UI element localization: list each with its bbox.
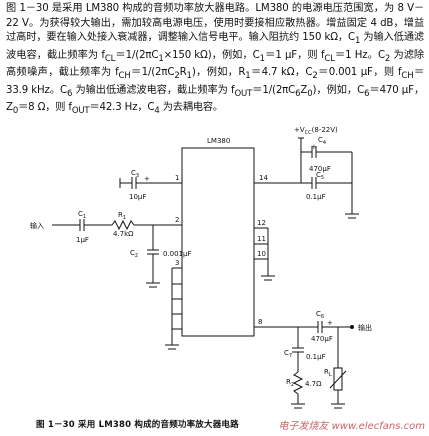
para-text: )，例如，C (312, 84, 365, 96)
c4-label: C4 (318, 136, 326, 146)
pin-14: 14 (259, 174, 268, 182)
para-sub: CH (401, 71, 414, 82)
para-sub: OUT (71, 106, 90, 117)
para-text: 为输入低通滤波电容，截止频率为 f (6, 32, 424, 61)
c3-label: C3 (131, 169, 139, 179)
r1-label: R1 (118, 211, 126, 221)
c5-label: C5 (316, 171, 324, 181)
para-text: ＝4.7 kΩ，C (250, 67, 313, 79)
plus-sign: + (144, 175, 150, 183)
c6-value: 470μF (311, 335, 333, 343)
lm380-ic-body (181, 147, 255, 337)
para-text: )，例如，R (191, 67, 246, 79)
ic-label: LM380 (207, 137, 230, 145)
c1-label: C1 (78, 210, 86, 220)
para-sub: 6 (67, 88, 73, 99)
para-sub: CL (324, 53, 335, 64)
pin-1: 1 (175, 174, 179, 182)
para-text: 图 1－30 是采用 LM380 构成的音频功率放大器电路。LM380 的电源电… (6, 3, 424, 43)
para-sub: 4 (154, 106, 160, 117)
para-text: ＝0.001 μF，则 f (317, 67, 402, 79)
para-text: 为去耦电容。 (159, 102, 223, 114)
vcc-label: +VCC(8-22V) (294, 126, 338, 136)
para-sub: 0 (12, 106, 19, 117)
c7-label: C7 (284, 349, 292, 359)
para-text: ＝1 μF，则 f (264, 49, 325, 61)
para-sub: 2 (384, 53, 391, 64)
watermark: 电子发烧友 www.elecfans.com (278, 421, 425, 432)
r2-value: 4.7Ω (305, 380, 322, 388)
para-sub: 1 (186, 71, 192, 82)
para-text: ＝470 μF，Z (6, 84, 425, 114)
para-text: ＝33.9 kHz。C (6, 67, 424, 96)
para-text: ×150 kΩ)，例如，C (163, 49, 260, 61)
description-paragraph: 图 1－30 是采用 LM380 构成的音频功率放大器电路。LM380 的电源电… (6, 2, 424, 119)
para-text: ＝1 Hz。C (334, 49, 385, 61)
para-text: Z (300, 84, 308, 96)
para-sub: 2 (312, 71, 318, 82)
para-text: 为输出低通滤波电容，截止频率为 f (72, 84, 235, 96)
pin-8: 8 (258, 318, 262, 326)
c1-value: 1μF (76, 236, 89, 244)
para-text: ＝1/(2πC (130, 67, 175, 79)
para-sub: 1 (245, 71, 251, 82)
para-text: ＝1/(2πC (252, 84, 296, 96)
para-sub: CH (118, 71, 131, 82)
para-sub: 1 (354, 36, 361, 47)
plus-sign: + (327, 319, 333, 327)
c3-value: 10μF (129, 193, 146, 201)
output-label: 输出 (358, 323, 372, 332)
input-label: 输入 (30, 221, 44, 230)
para-text: R (179, 67, 187, 79)
para-sub: 6 (295, 88, 301, 99)
para-sub: 1 (158, 53, 164, 64)
c4-value: 470μF (309, 165, 331, 173)
figure-caption: 图 1－30 采用 LM380 构成的音频功率放大器电路 (36, 420, 239, 430)
para-text: 为滤除高频噪声，截止频率为 f (6, 49, 424, 79)
r1-value: 4.7kΩ (113, 230, 134, 238)
c2-label: C2 (130, 249, 138, 259)
para-sub: 1 (259, 53, 265, 64)
rl-label: RL (324, 368, 332, 378)
r2-label: R2 (286, 378, 294, 388)
para-sub: 6 (364, 88, 370, 99)
para-text: ＝8 Ω，则 f (18, 102, 72, 114)
para-text: ＝42.3 Hz，C (89, 102, 155, 114)
c2-value: 0.001μF (163, 250, 192, 258)
pin-2: 2 (175, 216, 179, 224)
c5-value: 0.1μF (306, 193, 326, 201)
plus-sign: + (311, 143, 317, 151)
pin-12: 12 (257, 219, 266, 227)
para-sub: CL (104, 53, 116, 64)
pin-11: 11 (257, 235, 266, 243)
para-sub: 0 (307, 88, 313, 99)
para-sub: 2 (174, 71, 180, 82)
c7-value: 0.1μF (306, 353, 326, 361)
para-sub: OUT (234, 88, 253, 99)
para-text: ＝1/(2πC (115, 49, 159, 61)
c6-label: C6 (316, 310, 324, 320)
pin-3: 3 (175, 259, 179, 267)
pin-10: 10 (257, 250, 266, 258)
